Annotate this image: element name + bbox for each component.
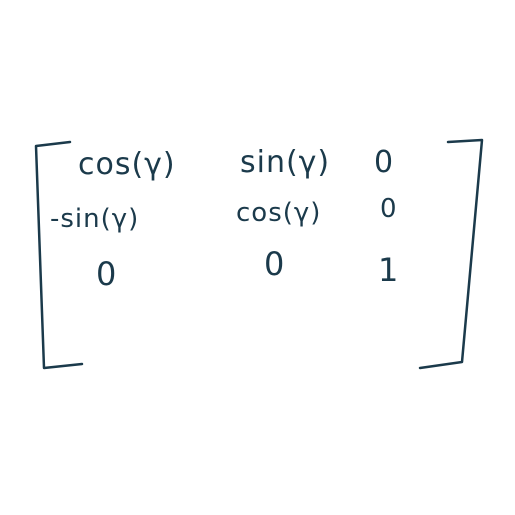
- cell-r1-c3: 0: [374, 145, 395, 180]
- cell-r2-c3: 0: [380, 194, 398, 224]
- cell-r2-c2: cos(γ): [236, 198, 322, 228]
- left-bracket: [34, 140, 84, 370]
- cell-r3-c2: 0: [264, 245, 286, 283]
- cell-r1-c2: sin(γ): [240, 145, 331, 180]
- right-bracket: [418, 138, 484, 370]
- cell-r2-c1: -sin(γ): [50, 204, 140, 234]
- cell-r3-c1: 0: [96, 255, 118, 293]
- cell-r3-c3: 1: [378, 251, 400, 289]
- cell-r1-c1: cos(γ): [78, 147, 176, 182]
